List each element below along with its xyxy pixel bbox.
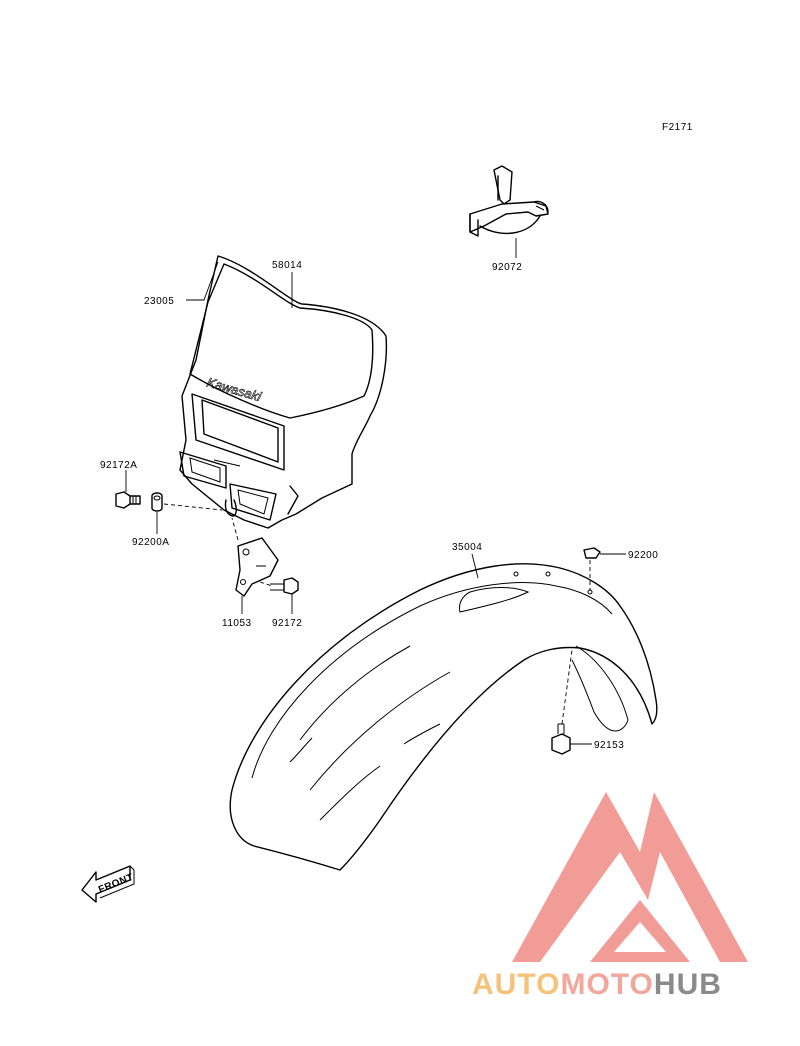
watermark-text: AUTOMOTOHUB: [472, 968, 722, 1001]
bracket-11053-part: [235, 537, 279, 597]
watermark-auto: AUTO: [472, 968, 560, 1001]
brand-logo: Kawasaki: [205, 374, 264, 404]
part-label-58014: 58014: [272, 260, 302, 271]
part-label-92200a: 92200A: [132, 537, 169, 548]
watermark-logo: [512, 792, 748, 962]
part-label-92153: 92153: [594, 740, 624, 751]
part-label-92172a: 92172A: [100, 460, 137, 471]
bolt-92172-part: [270, 577, 299, 595]
clamp-part: [469, 165, 549, 237]
front-label: FRONT: [97, 872, 135, 896]
part-label-92200: 92200: [628, 550, 658, 561]
watermark-moto: MOTO: [560, 968, 653, 1001]
figure-code: F2171: [662, 122, 693, 133]
bolt-92172a-part: [115, 491, 141, 509]
part-label-92172: 92172: [272, 618, 302, 629]
headlight-cover-part: Kawasaki: [179, 255, 388, 529]
collar-92200a-part: [151, 492, 163, 512]
part-label-11053: 11053: [222, 618, 252, 629]
front-direction-arrow: FRONT: [81, 865, 135, 903]
watermark-hub: HUB: [654, 968, 722, 1001]
part-label-92072: 92072: [492, 262, 522, 273]
bolt-92153-part: [551, 723, 571, 755]
nut-92200-part: [583, 547, 601, 559]
part-label-23005: 23005: [144, 296, 174, 307]
part-label-35004: 35004: [452, 542, 482, 553]
watermark-triangle-mark: [512, 792, 748, 962]
